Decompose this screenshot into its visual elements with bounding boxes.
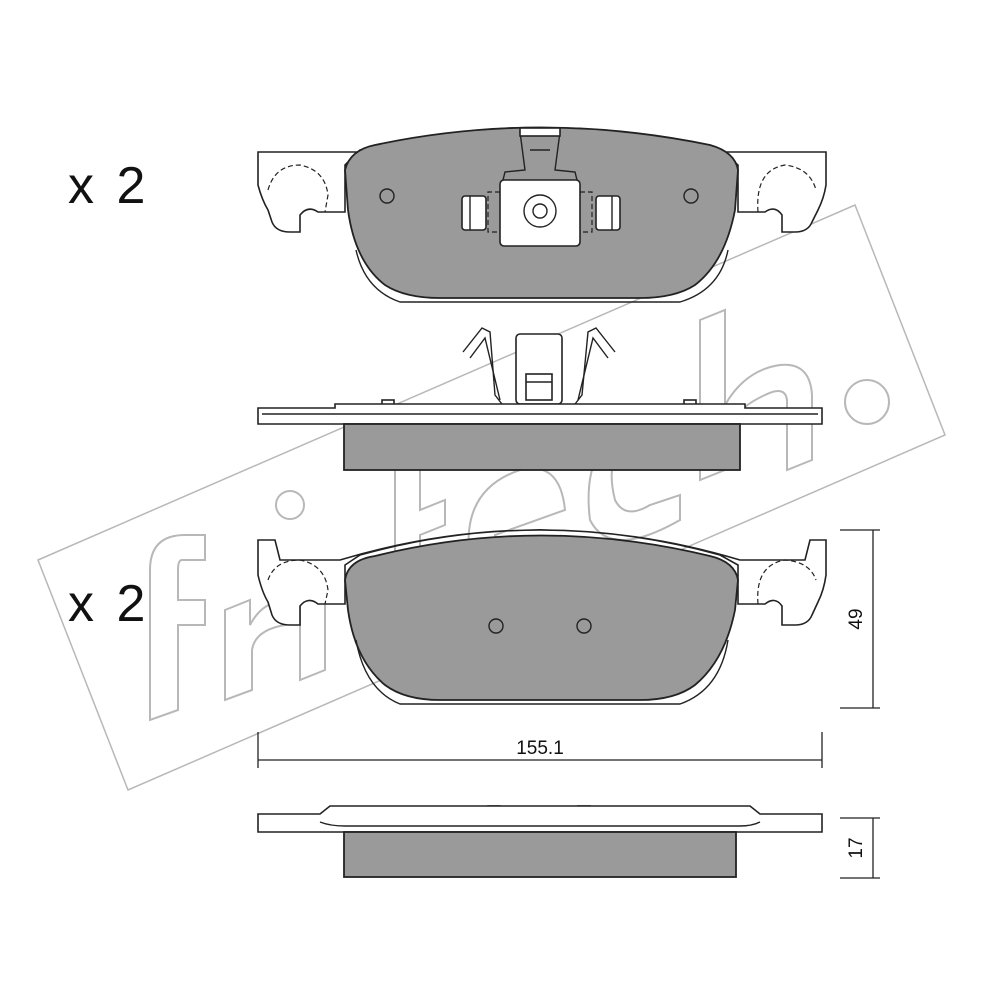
dimension-width-label: 155.1 [516,738,564,759]
watermark-logo [37,204,946,791]
top-pad-side-view [257,327,823,471]
dimension-height: 49 [840,529,880,709]
quantity-label-bottom: x 2 [68,575,150,633]
dimension-thickness-label: 17 [846,837,867,858]
bottom-pad-side-view [257,805,823,878]
dimension-height-label: 49 [846,608,867,629]
quantity-label-top: x 2 [68,157,150,215]
top-pad-front-view [257,126,827,303]
dimension-width: 155.1 [257,732,823,768]
bottom-pad-front-view [257,529,827,705]
dimension-thickness: 17 [840,817,880,879]
